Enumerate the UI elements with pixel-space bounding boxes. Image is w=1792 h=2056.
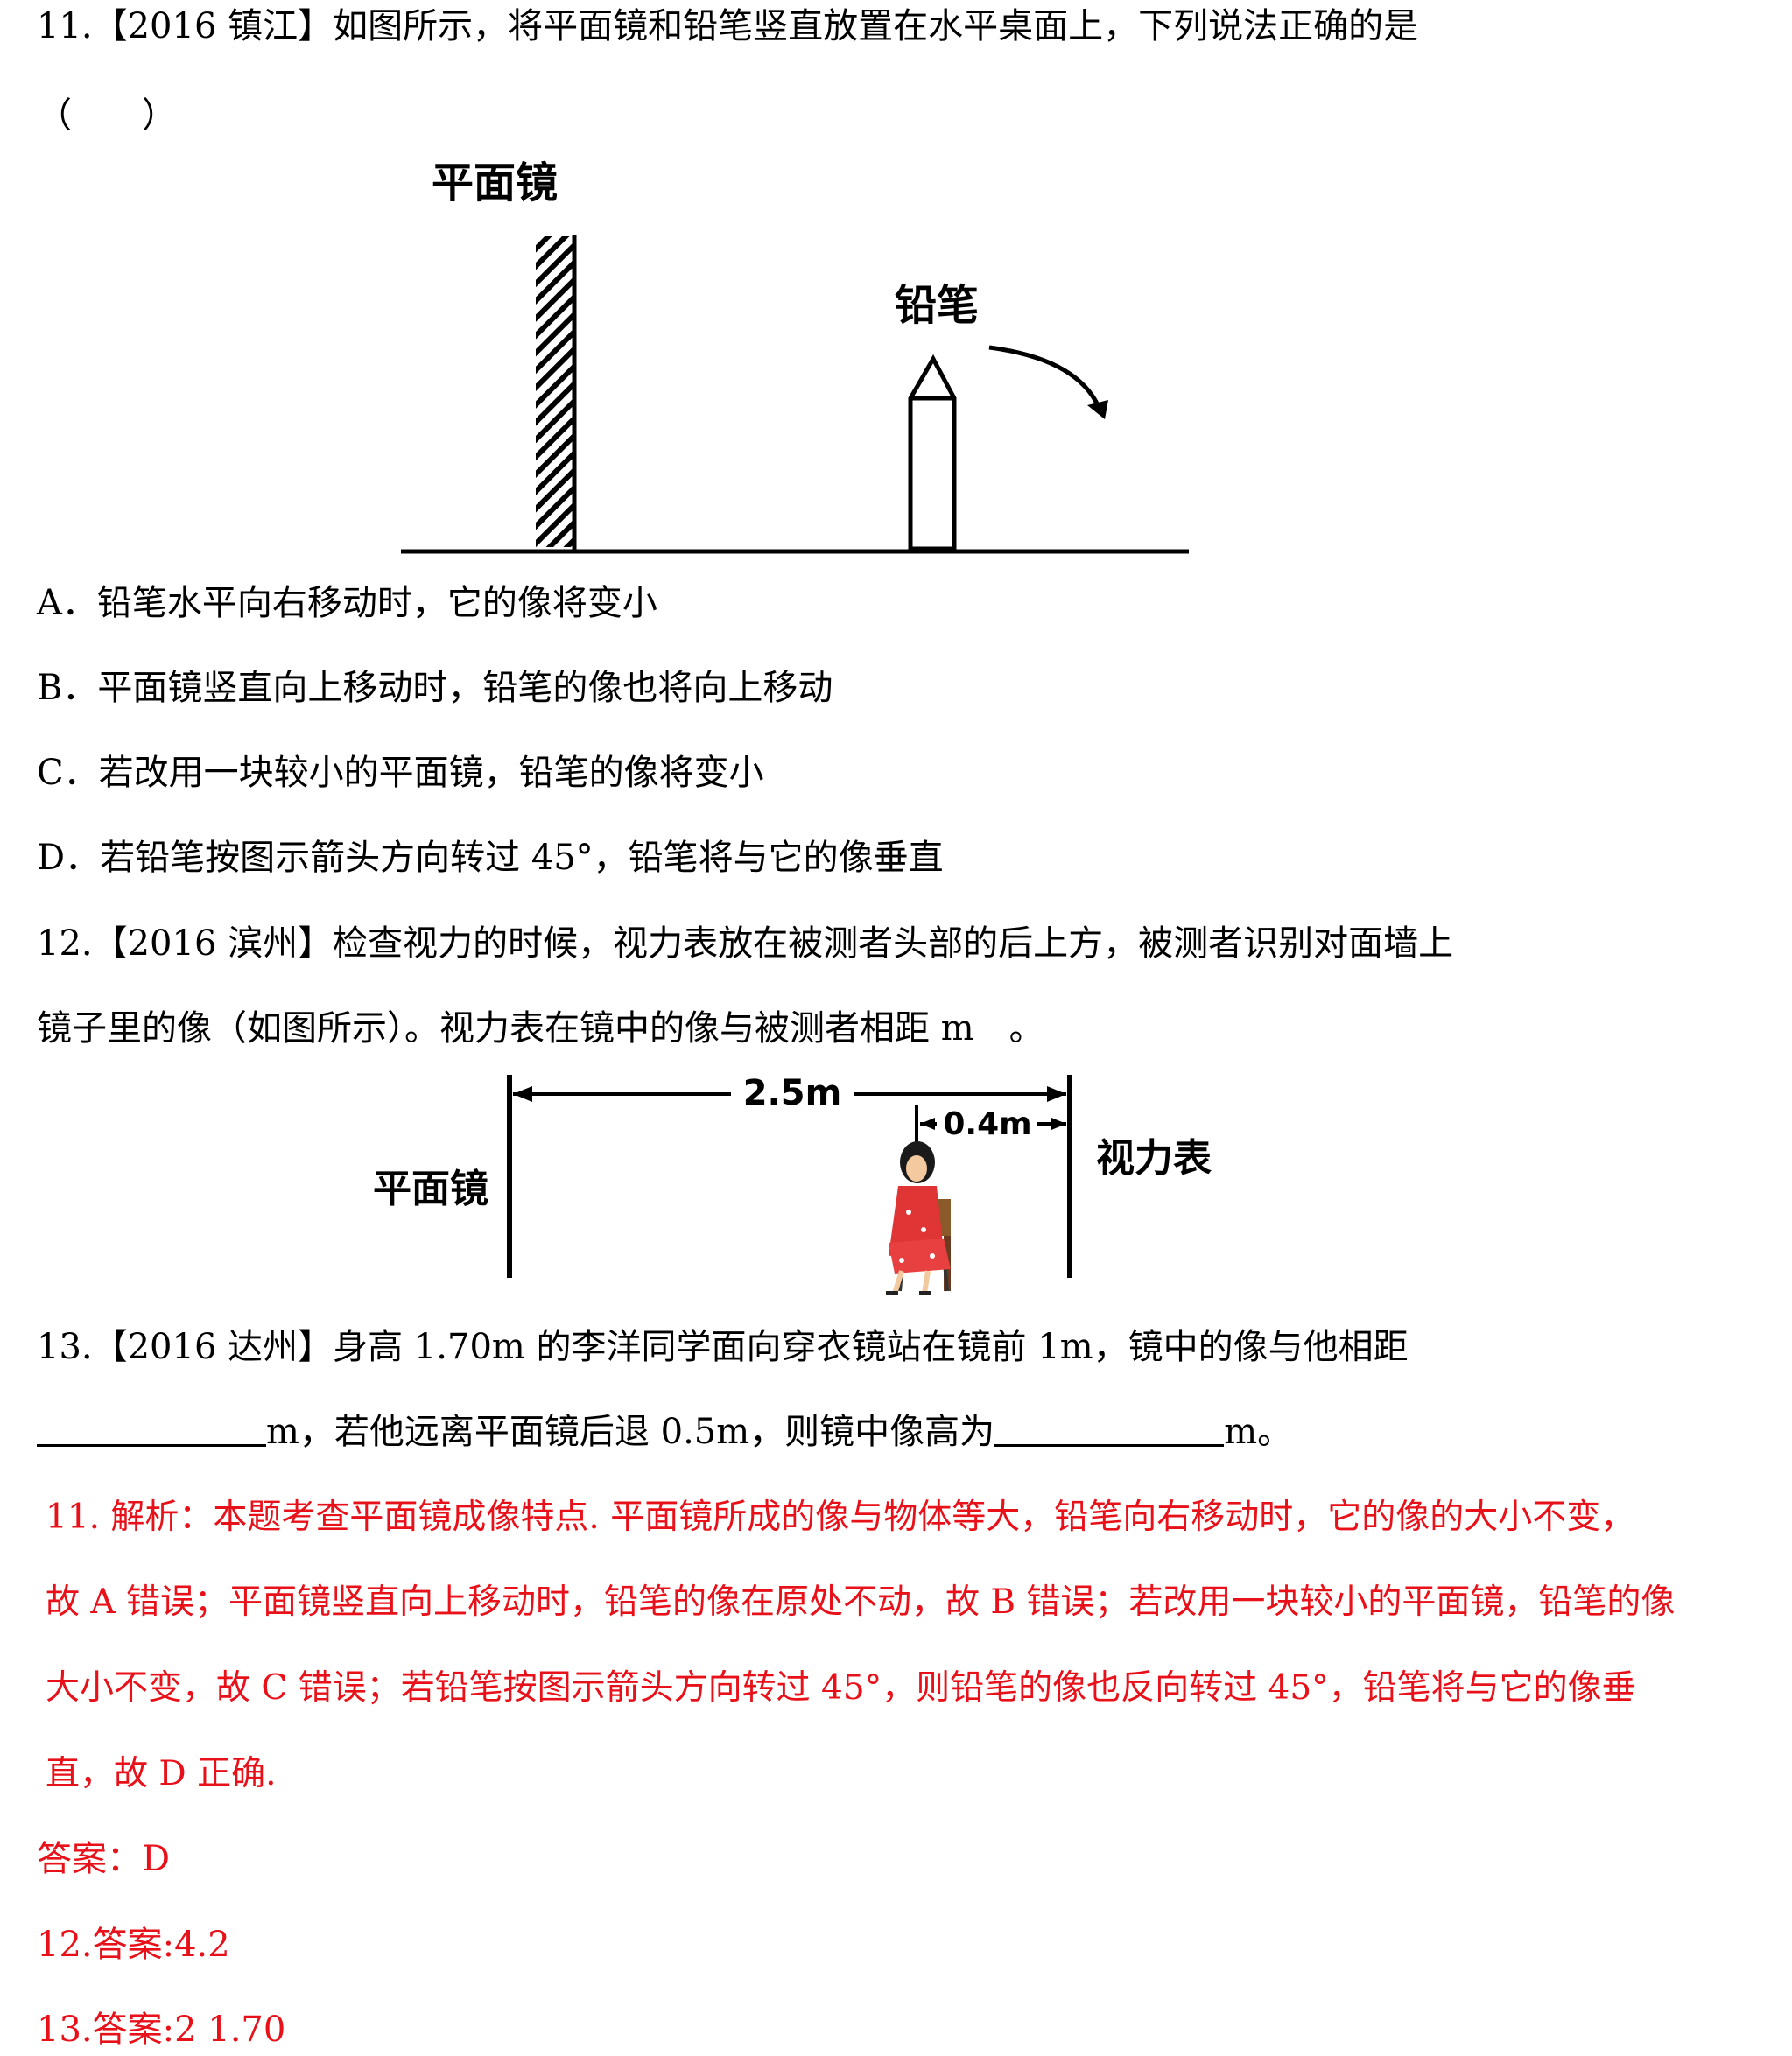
analysis-line-4: 直，故 D 正确. bbox=[46, 1754, 277, 1793]
answer-11: 答案：D bbox=[37, 1839, 171, 1879]
analysis-line-1: 11. 解析：本题考查平面镜成像特点. 平面镜所成的像与物体等大，铅笔向右移动时… bbox=[46, 1498, 1635, 1537]
q12-figure: 平面镜 2.5m 0.4m 视力表 bbox=[373, 1073, 1212, 1295]
q12-dist-total: 2.5m bbox=[743, 1073, 842, 1113]
seated-girl-illustration bbox=[886, 1141, 951, 1295]
q11-option-b: B．平面镜竖直向上移动时，铅笔的像也将向上移动 bbox=[37, 668, 833, 708]
rotation-arrowhead bbox=[1087, 400, 1108, 419]
analysis-line-3: 大小不变，故 C 错误；若铅笔按图示箭头方向转过 45°，则铅笔的像也反向转过 … bbox=[46, 1668, 1636, 1708]
q12-chart-label: 视力表 bbox=[1096, 1136, 1212, 1181]
mirror-hatching bbox=[536, 236, 573, 547]
answer-13: 13.答案:2 1.70 bbox=[37, 2010, 286, 2050]
q11-paren: （ ） bbox=[37, 95, 177, 136]
answer-12: 12.答案:4.2 bbox=[37, 1925, 230, 1965]
dim-short-arrow-right bbox=[1051, 1118, 1066, 1130]
q12-mirror-label: 平面镜 bbox=[373, 1167, 488, 1211]
q11-stem: 11.【2016 镇江】如图所示，将平面镜和铅笔竖直放置在水平桌面上，下列说法正… bbox=[37, 6, 1419, 46]
pencil bbox=[908, 354, 957, 551]
q11-option-c: C．若改用一块较小的平面镜，铅笔的像将变小 bbox=[37, 753, 764, 793]
q12-stem-line2: 镜子里的像（如图所示）。视力表在镜中的像与被测者相距 m 。 bbox=[37, 1008, 1044, 1049]
q12-stem-line1: 12.【2016 滨州】检查视力的时候，视力表放在被测者头部的后上方，被测者识别… bbox=[37, 923, 1454, 964]
q11-mirror-label: 平面镜 bbox=[432, 158, 558, 207]
q13-blank-2[interactable] bbox=[994, 1414, 1225, 1447]
q13-part2: m。 bbox=[1224, 1412, 1293, 1452]
q13-stem-line1: 13.【2016 达州】身高 1.70m 的李洋同学面向穿衣镜站在镜前 1m，镜… bbox=[37, 1327, 1409, 1367]
q11-pencil-label: 铅笔 bbox=[895, 281, 979, 330]
q11-option-a: A．铅笔水平向右移动时，它的像将变小 bbox=[37, 583, 657, 623]
q11-figure: 平面镜 铅笔 bbox=[401, 158, 1189, 554]
q13-blank-1[interactable] bbox=[37, 1414, 266, 1447]
dim-total-arrow-right bbox=[1047, 1086, 1066, 1102]
dim-short-arrow-left bbox=[920, 1118, 935, 1130]
analysis-line-2: 故 A 错误；平面镜竖直向上移动时，铅笔的像在原处不动，故 B 错误；若改用一块… bbox=[46, 1582, 1676, 1622]
q13-part1: m，若他远离平面镜后退 0.5m，则镜中像高为 bbox=[266, 1412, 995, 1452]
q12-dist-short: 0.4m bbox=[943, 1106, 1031, 1142]
q13-stem-line2: m，若他远离平面镜后退 0.5m，则镜中像高为 m。 bbox=[37, 1411, 1292, 1453]
q11-option-d: D．若铅笔按图示箭头方向转过 45°，铅笔将与它的像垂直 bbox=[37, 838, 944, 878]
dim-total-arrow-left bbox=[513, 1086, 532, 1102]
rotation-arrow bbox=[988, 345, 1101, 409]
